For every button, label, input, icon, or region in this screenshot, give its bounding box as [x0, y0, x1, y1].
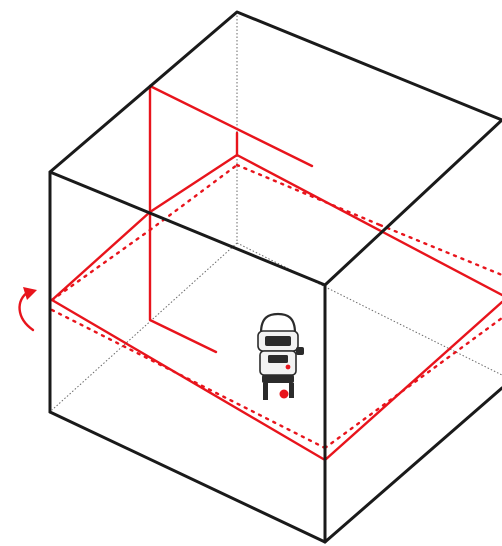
- laser-dot: [279, 389, 289, 399]
- laser-floor-line: [148, 210, 218, 354]
- device-leg-right: [289, 383, 294, 398]
- laser-dotted-front-left: [50, 228, 152, 302]
- laser-dotted-back-left: [148, 163, 239, 232]
- hidden-edge-right: [236, 242, 502, 376]
- device-window: [265, 336, 291, 346]
- hidden-edge-left: [51, 242, 238, 411]
- curved-arrow-icon: [18, 287, 37, 332]
- device-leg-left: [263, 383, 268, 400]
- device-base: [262, 375, 294, 383]
- device-button: [285, 364, 291, 370]
- device-panel: [268, 355, 288, 363]
- laser-solid-lines: [50, 84, 502, 462]
- laser-dotted-lines: [50, 163, 502, 450]
- laser-front-left-wall: [50, 84, 502, 462]
- laser-back-right-wall: [235, 153, 502, 297]
- cube-edges: [48, 10, 502, 544]
- cube-top-face: [48, 10, 502, 287]
- laser-dotted-front-lower: [50, 308, 327, 450]
- laser-level-icon: [257, 312, 304, 400]
- laser-dotted-right-lower: [323, 316, 502, 450]
- laser-dotted-right-upper: [378, 223, 502, 277]
- cube-bottom-right-edge: [323, 386, 502, 544]
- hidden-edges: [51, 12, 502, 411]
- device-handle: [259, 312, 297, 334]
- laser-dotted-back-right: [235, 163, 382, 227]
- laser-ceiling-line: [148, 84, 314, 168]
- device-side-knob: [296, 347, 304, 355]
- laser-back-left-wall: [148, 153, 239, 214]
- cube-bottom-left-edge: [48, 410, 327, 544]
